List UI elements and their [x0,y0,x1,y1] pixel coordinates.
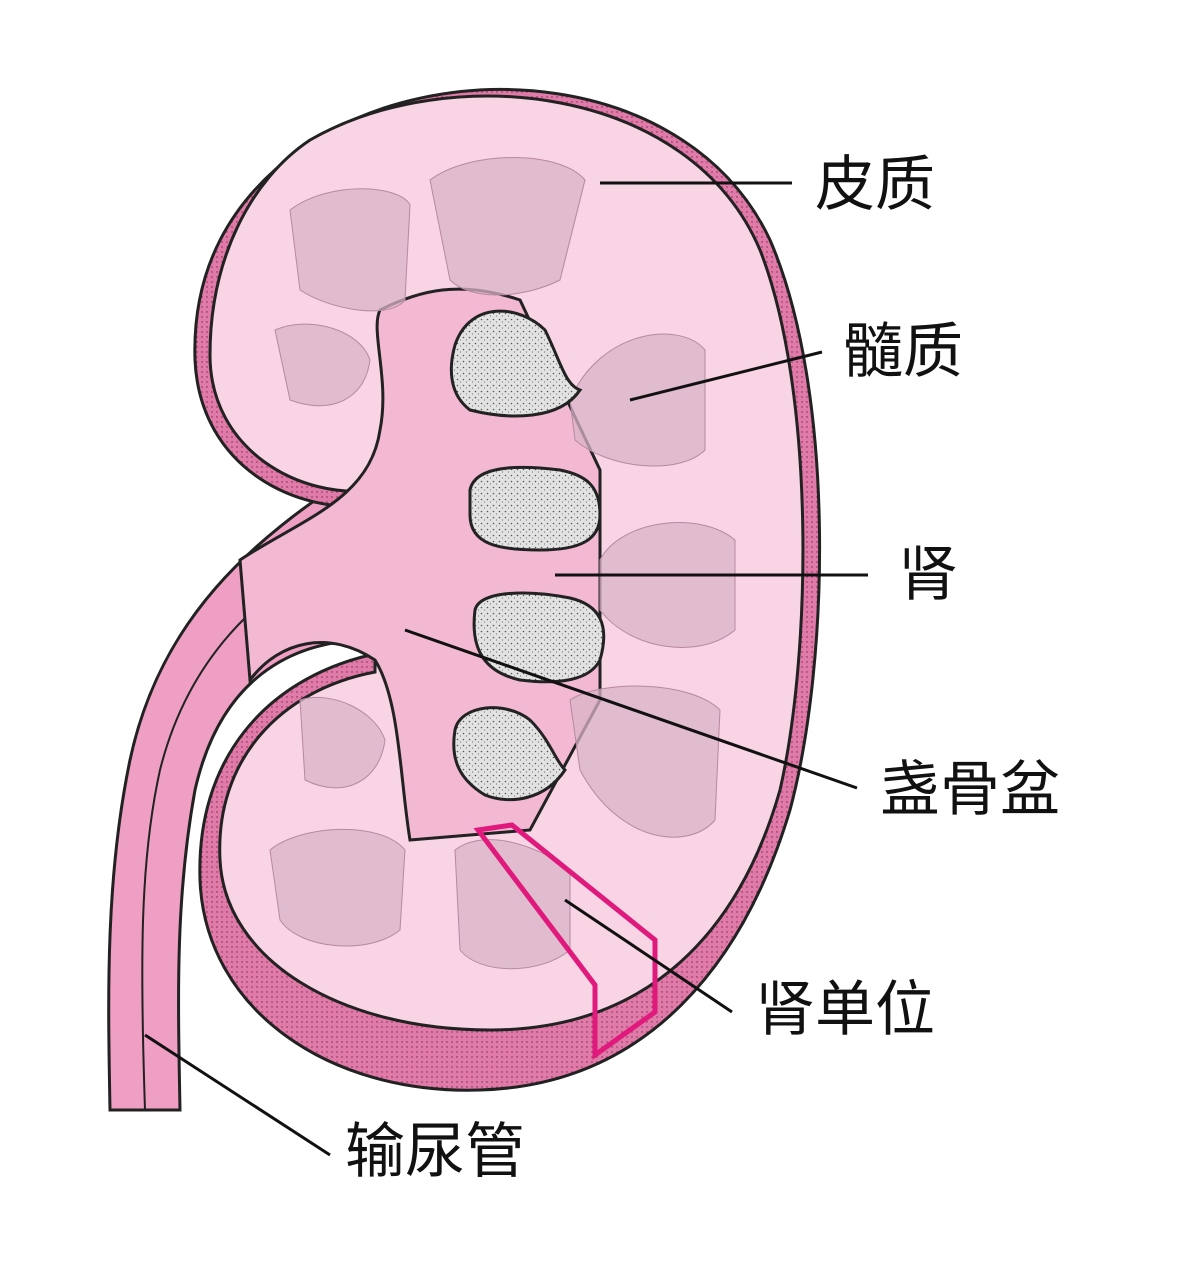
renal-pyramids [269,157,736,970]
label-kidney: 肾 [898,540,958,610]
label-cortex: 皮质 [815,150,935,220]
leader-lines [144,181,868,1157]
minor-calyces [449,309,606,802]
leader-pelvis [404,628,858,790]
label-pelvis: 盏骨盆 [880,755,1060,825]
renal-pelvis [238,287,602,842]
nephron-highlight [473,822,658,1060]
label-medulla: 髓质 [843,317,963,387]
label-ureter: 输尿管 [345,1117,525,1187]
label-nephron: 肾单位 [755,975,935,1045]
leader-medulla [629,350,823,402]
leader-nephron [564,898,733,1014]
leader-ureter [144,1033,331,1157]
